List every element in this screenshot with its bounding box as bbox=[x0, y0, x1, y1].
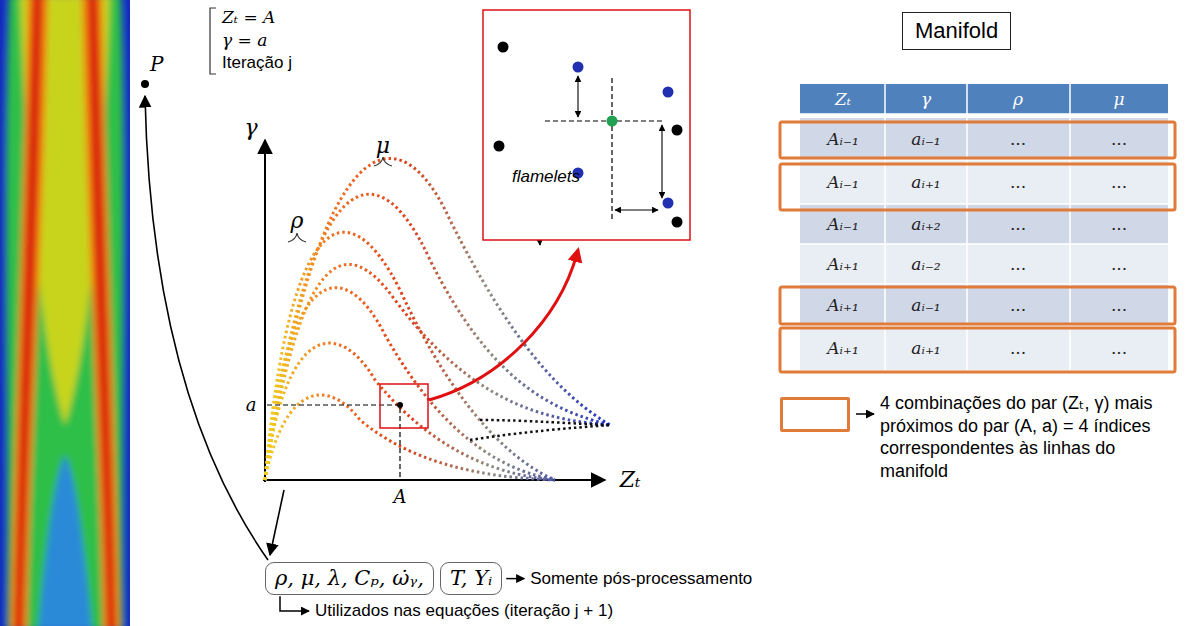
table-cell: Aᵢ₊₁ bbox=[827, 338, 859, 358]
table-cell: ... bbox=[1111, 172, 1127, 192]
title-box: Manifold bbox=[902, 12, 1011, 50]
table-header: Zₜ bbox=[835, 89, 851, 109]
manifold-table bbox=[780, 84, 1175, 372]
table-cell: Aᵢ₋₁ bbox=[827, 129, 859, 149]
table-cell: aᵢ₋₁ bbox=[911, 295, 940, 315]
table-cell: aᵢ₋₂ bbox=[911, 254, 940, 274]
table-cell: Aᵢ₋₁ bbox=[827, 172, 859, 192]
label: Zₜ = A bbox=[222, 7, 275, 27]
label: Zₜ bbox=[620, 467, 641, 493]
label: A bbox=[394, 486, 407, 508]
legend-text: 4 combinações do par (Zₜ, γ) mais próxim… bbox=[880, 392, 1185, 482]
label: flamelets bbox=[512, 167, 580, 187]
bracket bbox=[210, 8, 216, 74]
brace bbox=[374, 157, 392, 166]
gamma-axis bbox=[264, 140, 266, 482]
postprocess-box: T, Yᵢ bbox=[440, 562, 502, 595]
property-box: ρ, μ, λ, Cₚ, ω̇ᵧ, bbox=[265, 562, 434, 595]
table-cell: aᵢ₋₁ bbox=[911, 129, 940, 149]
note: Utilizados nas equações (iteração j + 1) bbox=[315, 601, 613, 621]
zoom-box bbox=[380, 384, 428, 428]
node-text: T, Yᵢ bbox=[450, 566, 492, 590]
table-header: ρ bbox=[1013, 89, 1023, 109]
brace bbox=[288, 233, 306, 242]
node-text: Manifold bbox=[915, 18, 998, 43]
table-cell: Aᵢ₊₁ bbox=[827, 254, 859, 274]
table-cell: ... bbox=[1111, 129, 1127, 149]
table-header: γ bbox=[921, 89, 931, 109]
query-point bbox=[397, 402, 403, 408]
label: P bbox=[150, 52, 163, 76]
label: γ bbox=[244, 115, 257, 141]
table-cell: ... bbox=[1111, 254, 1127, 274]
label: a bbox=[246, 394, 257, 416]
arrow bbox=[270, 490, 284, 555]
leader-arrow bbox=[280, 596, 309, 611]
legend-arrow bbox=[856, 413, 874, 415]
label: γ = a bbox=[222, 30, 267, 50]
zoom-arrow bbox=[429, 250, 578, 400]
table-cell: ... bbox=[1010, 172, 1026, 192]
table-cell: ... bbox=[1010, 295, 1026, 315]
table-cell: aᵢ₊₁ bbox=[911, 338, 940, 358]
flame-field bbox=[0, 0, 130, 626]
flamelet-curves bbox=[470, 420, 610, 440]
table-cell: ... bbox=[1010, 129, 1026, 149]
table-cell: ... bbox=[1010, 214, 1026, 234]
label: μ bbox=[376, 133, 390, 159]
table-cell: aᵢ₊₂ bbox=[911, 214, 940, 234]
table-cell: ... bbox=[1010, 254, 1026, 274]
label: ρ bbox=[291, 208, 304, 234]
table-cell: aᵢ₊₁ bbox=[911, 172, 940, 192]
leader-arrow bbox=[506, 578, 524, 580]
label: Iteração j bbox=[222, 53, 292, 73]
table-cell: Aᵢ₊₁ bbox=[827, 295, 859, 315]
note: Somente pós-processamento bbox=[530, 568, 752, 588]
table-cell: ... bbox=[1010, 338, 1026, 358]
table-cell: ... bbox=[1111, 214, 1127, 234]
table-cell: Aᵢ₋₁ bbox=[827, 214, 859, 234]
curved-arrow bbox=[145, 96, 268, 560]
table-header: μ bbox=[1113, 89, 1124, 109]
legend-swatch bbox=[780, 397, 850, 432]
node-text: ρ, μ, λ, Cₚ, ω̇ᵧ, bbox=[275, 566, 424, 590]
table-cell: ... bbox=[1111, 295, 1127, 315]
point-p bbox=[141, 80, 149, 88]
zoom-inset bbox=[483, 10, 690, 240]
table-cell: ... bbox=[1111, 338, 1127, 358]
